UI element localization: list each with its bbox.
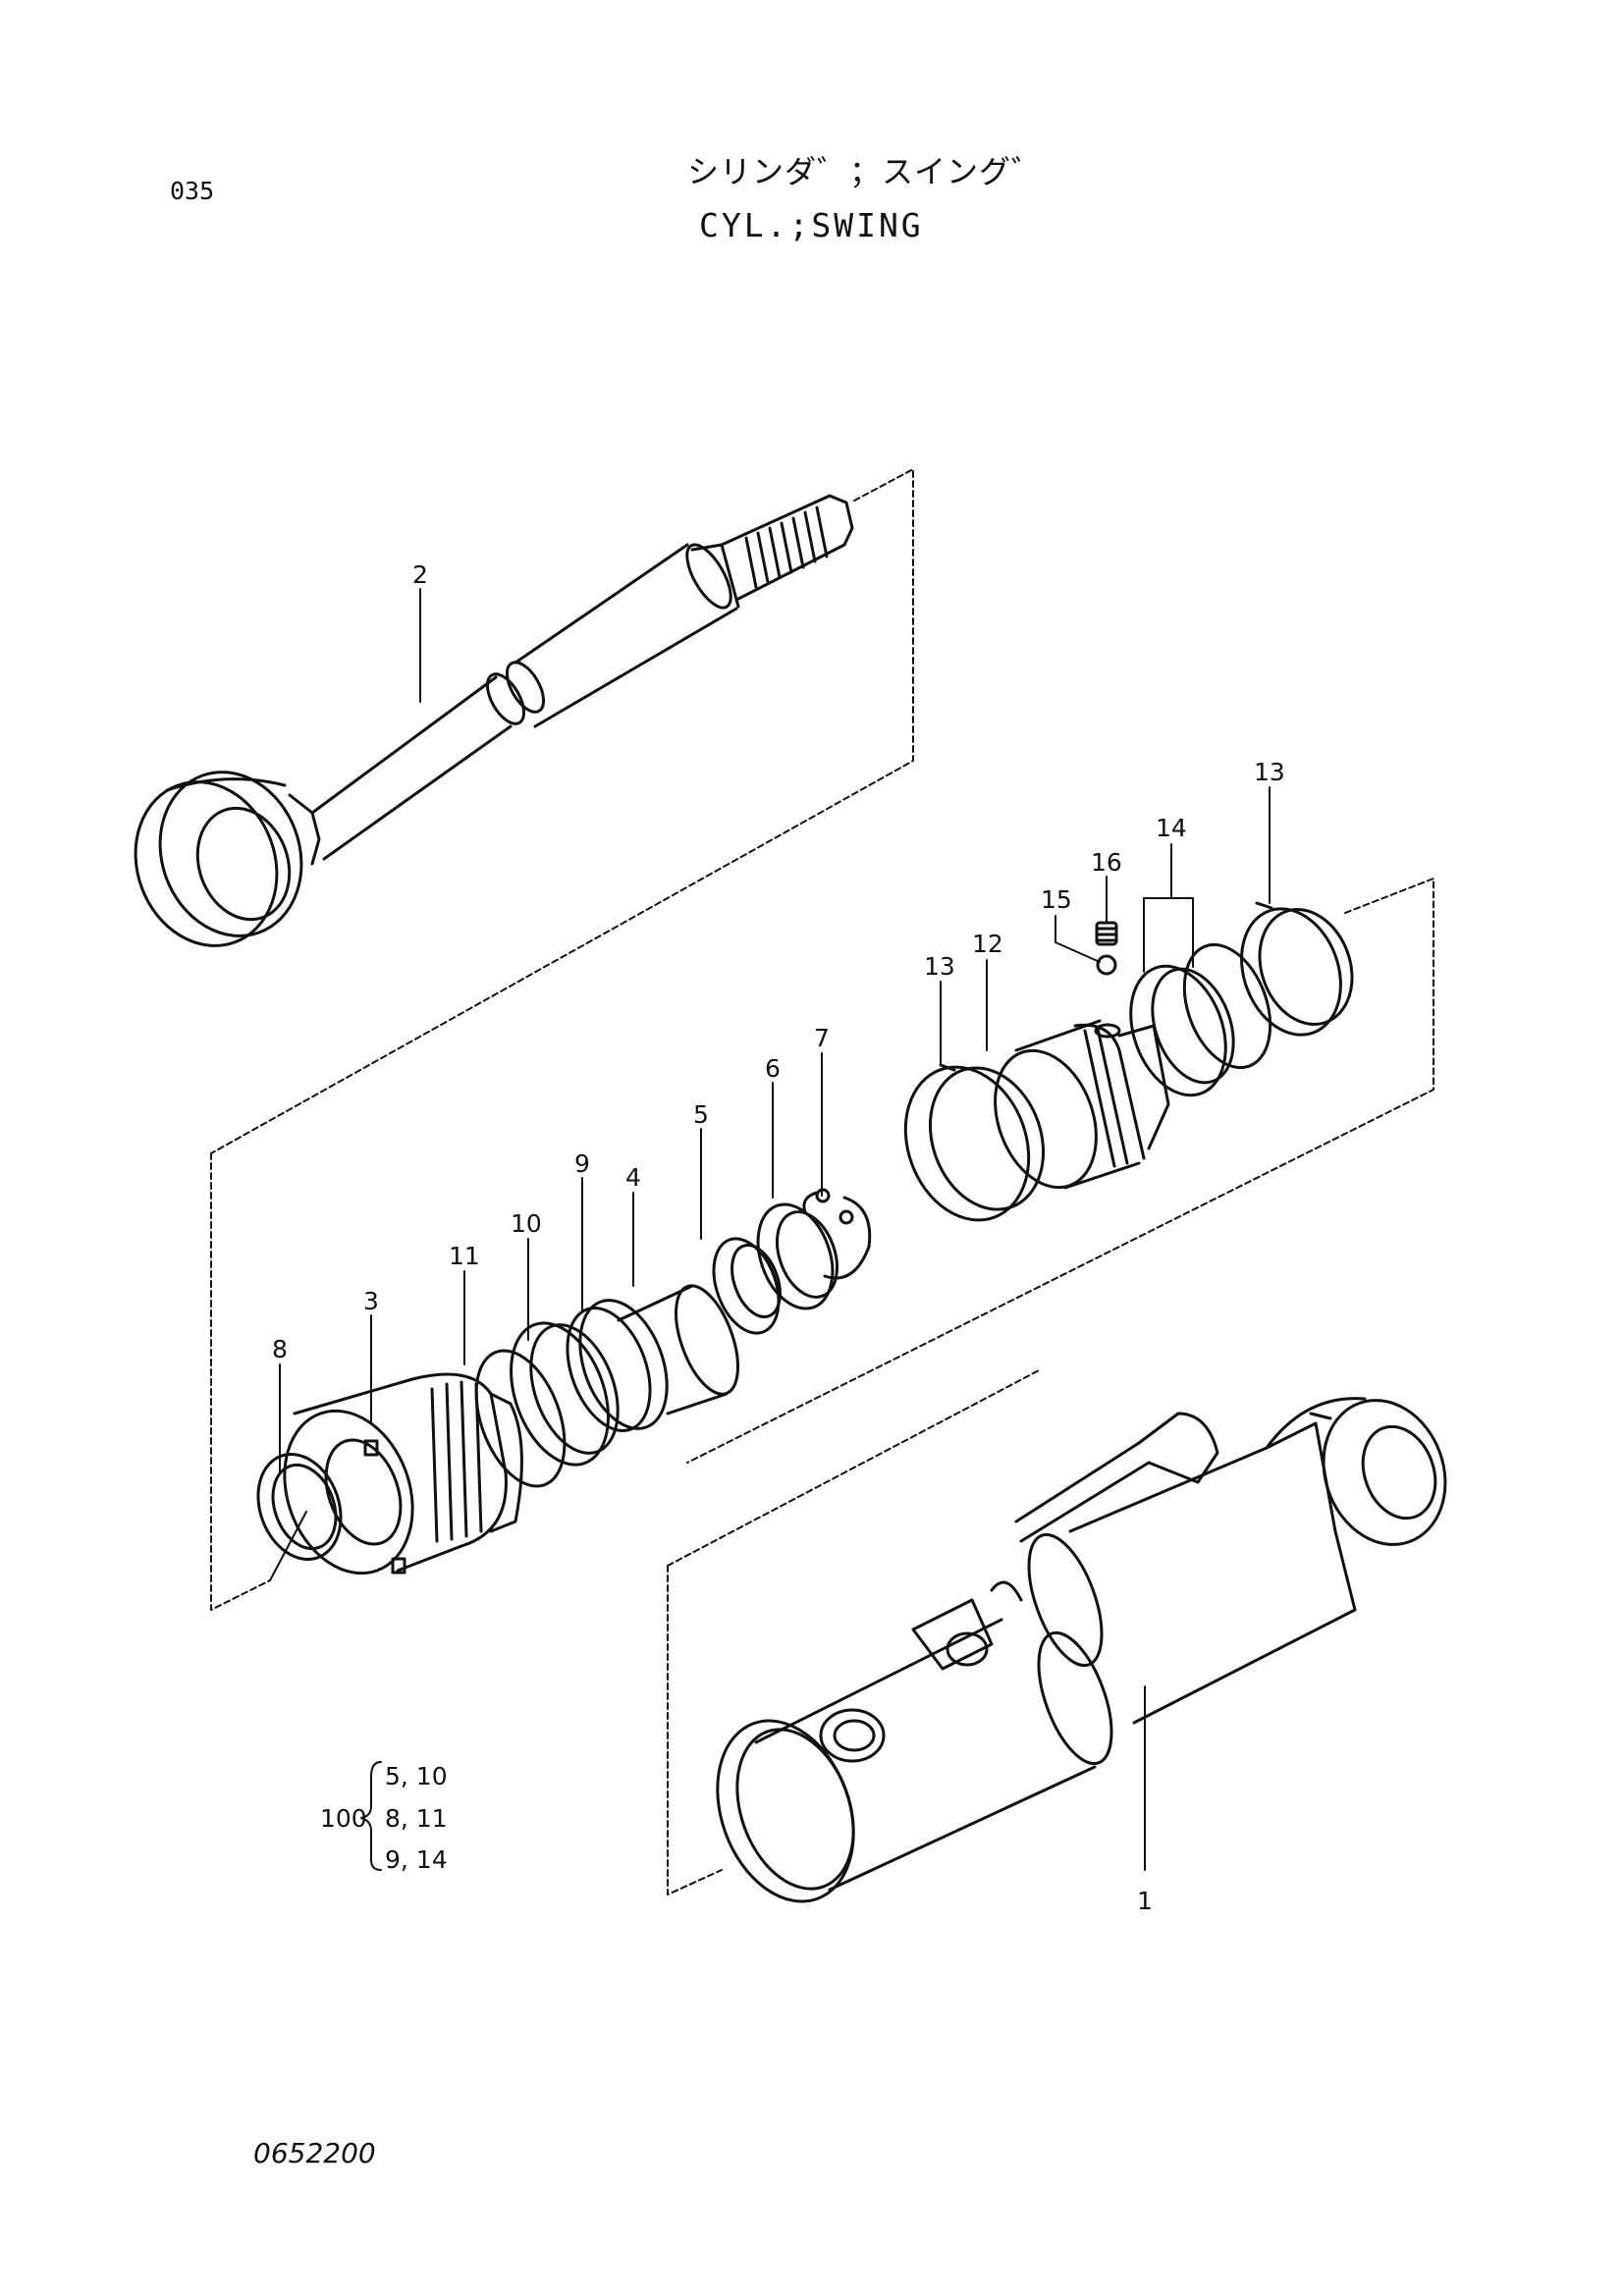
callout-3: 3 [363,1287,379,1315]
callout-6: 6 [765,1054,781,1083]
leader-lines [279,588,1271,1871]
callout-13-right: 13 [1254,758,1285,786]
callout-11: 11 [449,1242,480,1270]
callout-10: 10 [511,1209,542,1238]
title-english: CYL.;SWING [699,206,924,244]
piston-group [686,878,1434,1464]
callout-14: 14 [1156,814,1187,842]
callout-16: 16 [1091,848,1122,877]
callout-13-left: 13 [924,952,955,981]
callout-8: 8 [272,1335,288,1363]
callout-5: 5 [693,1100,709,1129]
callout-12: 12 [972,930,1003,958]
document-number: 0652200 [253,2137,376,2169]
callout-1: 1 [1137,1887,1153,1915]
callout-4: 4 [625,1163,641,1192]
kit-brace [360,1761,382,1871]
kit-line-3: 9, 14 [385,1845,448,1874]
callout-9: 9 [574,1149,590,1178]
kit-number: 100 [320,1804,367,1833]
callout-2: 2 [412,561,428,589]
kit-line-1: 5, 10 [385,1762,448,1790]
page-code: 035 [170,177,215,205]
kit-line-2: 8, 11 [385,1804,448,1833]
rod-head-group [210,1152,872,1611]
callout-7: 7 [814,1024,830,1052]
cylinder-tube [667,1368,1447,1903]
callout-15: 15 [1041,885,1072,914]
piston-rod [134,468,914,1154]
title-japanese: シリンダ゛；スイング゛ [687,153,1045,190]
